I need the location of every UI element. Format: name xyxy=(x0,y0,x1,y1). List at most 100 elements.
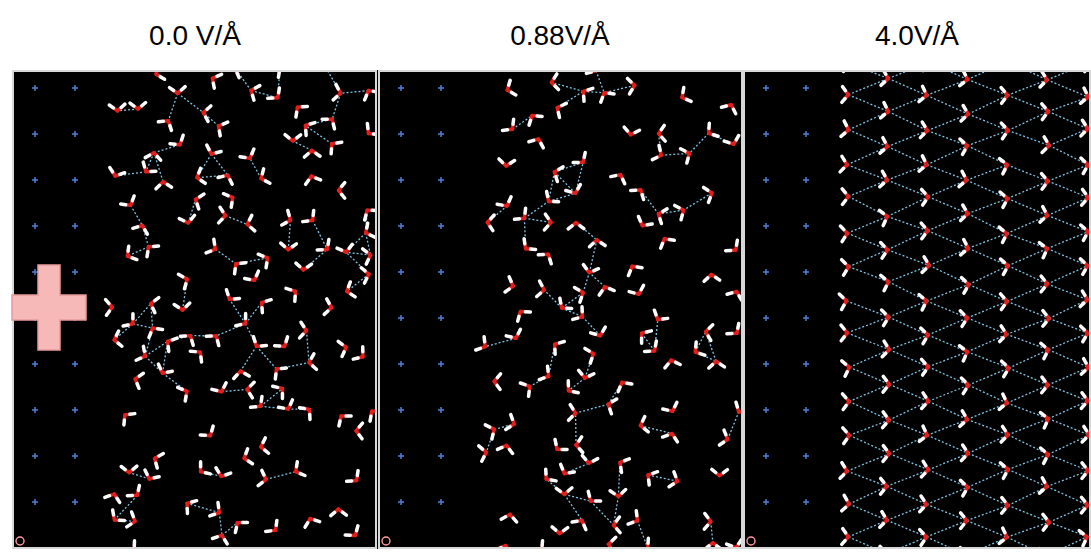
water-molecule xyxy=(573,153,585,163)
water-molecule xyxy=(961,445,968,461)
hydrogen-bond xyxy=(288,220,290,249)
hydrogen-bond xyxy=(927,435,968,453)
water-molecule xyxy=(579,370,594,378)
hydrogen-bond xyxy=(849,504,887,520)
water-molecule xyxy=(1042,377,1048,393)
water-molecule xyxy=(1081,359,1088,374)
hydrogen-bond xyxy=(929,265,969,284)
water-molecule xyxy=(709,361,725,368)
hydrogen-bond xyxy=(967,165,1008,180)
hydrogen-bond xyxy=(1008,249,1047,266)
water-molecule xyxy=(235,263,246,274)
hydrogen-bond xyxy=(927,284,969,301)
water-molecule xyxy=(258,254,267,268)
hydrogen-bond xyxy=(889,367,928,385)
water-molecule xyxy=(960,411,967,426)
hydrogen-bond xyxy=(928,335,967,352)
water-molecule xyxy=(552,74,559,90)
hydrogen-bond xyxy=(1048,385,1088,401)
hydrogen-bond xyxy=(849,267,889,282)
electrode-atom xyxy=(438,223,444,229)
water-molecule xyxy=(1002,361,1009,377)
water-molecule xyxy=(1042,137,1049,153)
hydrogen-bond xyxy=(706,332,717,361)
hydrogen-bond xyxy=(928,318,967,335)
water-molecule xyxy=(961,239,969,254)
hydrogen-bond xyxy=(888,112,927,131)
water-molecule xyxy=(236,314,246,326)
water-molecule xyxy=(226,290,239,300)
electrode-atom xyxy=(763,499,769,505)
hydrogen-bond xyxy=(564,463,588,473)
water-molecule xyxy=(628,511,637,524)
hydrogen-bond xyxy=(582,317,600,336)
electrode-atom xyxy=(763,131,769,137)
hydrogen-bond xyxy=(549,172,555,201)
hydrogen-bond xyxy=(203,113,218,126)
water-molecule xyxy=(106,300,113,316)
hydrogen-bond xyxy=(968,114,1008,130)
water-molecule xyxy=(539,366,548,379)
hydrogen-bond xyxy=(197,154,211,178)
panel-border xyxy=(744,71,1090,548)
hydrogen-bond xyxy=(968,385,1007,403)
water-molecule xyxy=(262,300,272,313)
water-molecule xyxy=(1082,426,1089,442)
water-molecule xyxy=(591,327,606,336)
electrode-atom xyxy=(32,453,38,459)
water-molecule xyxy=(648,538,658,548)
water-molecule xyxy=(652,145,661,159)
hydrogen-bond xyxy=(968,248,1008,265)
hydrogen-bond xyxy=(967,318,1006,334)
water-molecule xyxy=(961,205,968,221)
hydrogen-bond xyxy=(494,424,514,429)
hydrogen-bond xyxy=(596,71,604,93)
water-molecule xyxy=(880,171,887,186)
hydrogen-bond xyxy=(1047,232,1088,249)
hydrogen-bond xyxy=(276,363,309,369)
hydrogen-bond xyxy=(305,119,332,125)
hydrogen-bond xyxy=(197,175,228,177)
hydrogen-bond xyxy=(849,250,888,267)
hydrogen-bond xyxy=(278,71,280,98)
hydrogen-bond xyxy=(266,472,296,480)
water-molecule xyxy=(1001,259,1009,274)
hydrogen-bond xyxy=(1048,97,1088,111)
water-molecule xyxy=(921,461,928,477)
water-molecule xyxy=(210,503,219,516)
water-molecule xyxy=(206,336,219,346)
hydrogen-bond xyxy=(1048,112,1088,129)
hydrogen-bond xyxy=(1048,401,1087,419)
water-molecule xyxy=(608,399,617,414)
water-molecule xyxy=(216,468,231,477)
water-molecule xyxy=(663,434,678,442)
water-molecule xyxy=(240,149,254,158)
hydrogen-bond xyxy=(1048,367,1089,385)
water-molecule xyxy=(883,412,890,428)
hydrogen-bond xyxy=(1047,198,1088,216)
water-molecule xyxy=(960,71,968,86)
water-molecule xyxy=(158,121,171,131)
hydrogen-bond xyxy=(575,413,577,445)
hydrogen-bond xyxy=(967,537,1007,548)
hydrogen-bond xyxy=(967,301,1007,317)
water-molecule xyxy=(1043,514,1049,530)
hydrogen-bond xyxy=(306,331,309,363)
water-molecule xyxy=(133,225,148,234)
water-molecule xyxy=(727,323,739,333)
electrode-atom xyxy=(438,85,444,91)
hydrogen-bond xyxy=(251,91,278,98)
electrode-atom xyxy=(398,131,404,137)
electrode-atom xyxy=(72,407,78,413)
water-molecule xyxy=(704,514,710,530)
hydrogen-bond xyxy=(928,367,968,385)
water-molecule xyxy=(499,159,515,166)
hydrogen-bond xyxy=(222,389,247,391)
water-molecule xyxy=(546,469,556,481)
hydrogen-bond xyxy=(215,249,236,264)
water-molecule xyxy=(479,446,487,461)
hydrogen-bond xyxy=(849,420,889,435)
water-molecule xyxy=(682,88,691,102)
hydrogen-bond xyxy=(927,537,967,548)
water-molecule xyxy=(882,341,889,357)
